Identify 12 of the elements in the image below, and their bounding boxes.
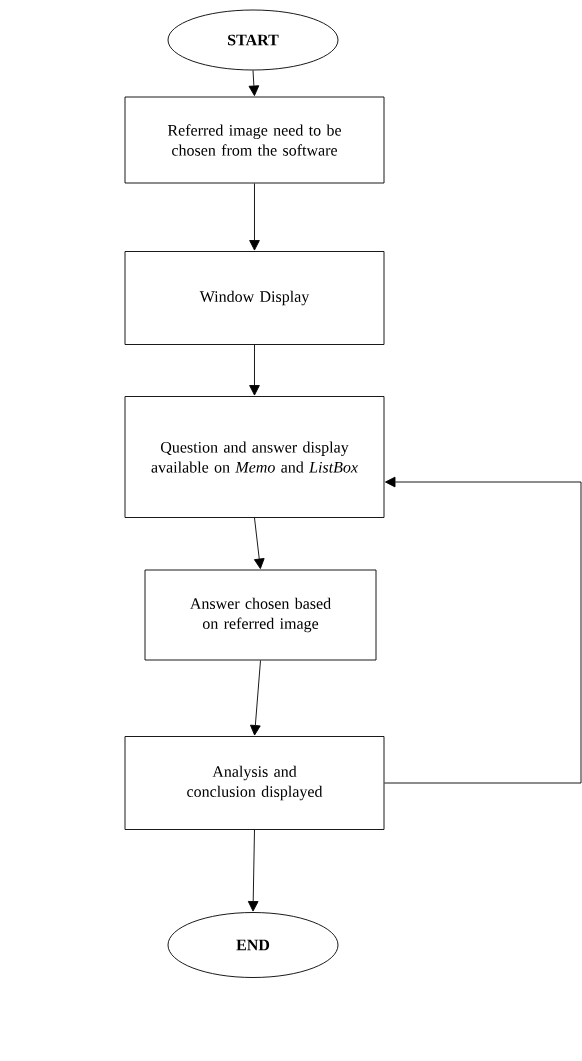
process-box: Answer chosen based on referred image: [144, 569, 377, 661]
arrow: [249, 344, 260, 396]
arrow: [250, 660, 261, 736]
process-box: Window Display: [124, 251, 385, 345]
arrow: [247, 829, 259, 912]
process-box: Referred image need to be chosen from the software: [124, 96, 385, 184]
arrow: [384, 476, 582, 784]
arrow: [248, 70, 260, 96]
process-box: Question and answer display available on Memo and ListBox: [124, 396, 385, 518]
arrow: [249, 183, 260, 251]
process-box: Analysis and conclusion displayed: [124, 736, 385, 830]
arrow: [254, 517, 265, 569]
